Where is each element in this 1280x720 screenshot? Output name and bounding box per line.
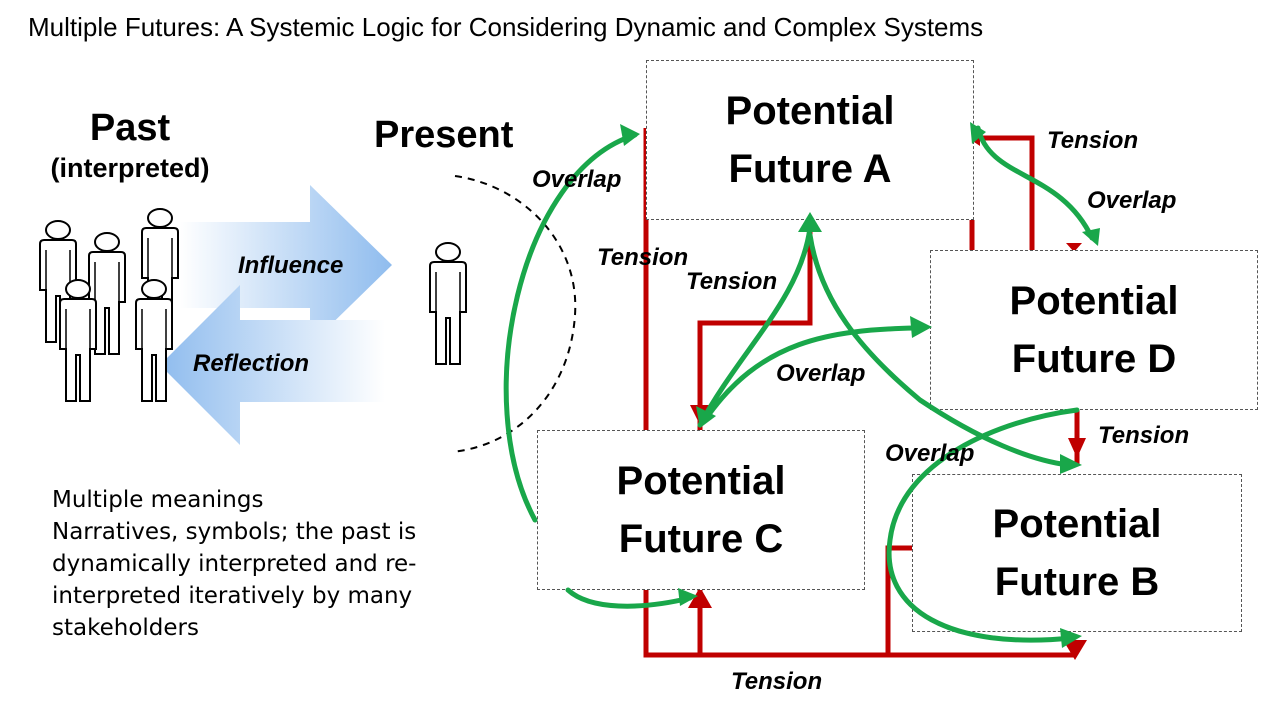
past-subtitle: (interpreted) bbox=[50, 153, 210, 183]
page-title: Multiple Futures: A Systemic Logic for C… bbox=[28, 12, 984, 42]
description-line: Narratives, symbols; the past is bbox=[52, 519, 417, 545]
reflection-label: Reflection bbox=[193, 350, 310, 377]
tension-label-c-b: Tension bbox=[731, 668, 823, 695]
future-c-line2: Future C bbox=[618, 517, 784, 561]
tension-label-a-c: Tension bbox=[597, 244, 689, 271]
description-line: interpreted iteratively by many bbox=[52, 583, 413, 609]
influence-label: Influence bbox=[238, 252, 344, 279]
future-a-line2: Future A bbox=[728, 147, 892, 191]
future-b-line2: Future B bbox=[994, 560, 1160, 604]
overlap-label-c-d: Overlap bbox=[776, 360, 866, 387]
future-b-box: Potential Future B bbox=[912, 474, 1242, 632]
future-d-line1: Potential bbox=[1009, 279, 1179, 323]
present-title: Present bbox=[374, 114, 514, 156]
tension-label-d-b: Tension bbox=[1098, 422, 1190, 449]
future-b-line1: Potential bbox=[992, 502, 1162, 546]
description: Multiple meanings Narratives, symbols; t… bbox=[52, 484, 472, 644]
description-line: dynamically interpreted and re- bbox=[52, 551, 417, 577]
overlap-label-a-d: Overlap bbox=[1087, 187, 1177, 214]
tension-label-c-a-inner: Tension bbox=[686, 268, 778, 295]
past-title: Past bbox=[89, 107, 171, 149]
future-c-line1: Potential bbox=[616, 459, 786, 503]
tension-label-a-d: Tension bbox=[1047, 127, 1139, 154]
future-d-box: Potential Future D bbox=[930, 250, 1258, 410]
future-a-line1: Potential bbox=[725, 89, 895, 133]
reflection-arrow bbox=[160, 285, 385, 445]
description-line: stakeholders bbox=[52, 615, 199, 641]
description-line: Multiple meanings bbox=[52, 487, 264, 513]
future-c-box: Potential Future C bbox=[537, 430, 865, 590]
future-d-line2: Future D bbox=[1011, 337, 1177, 381]
overlap-label-c-a: Overlap bbox=[532, 166, 622, 193]
overlap-label-d-b: Overlap bbox=[885, 440, 975, 467]
